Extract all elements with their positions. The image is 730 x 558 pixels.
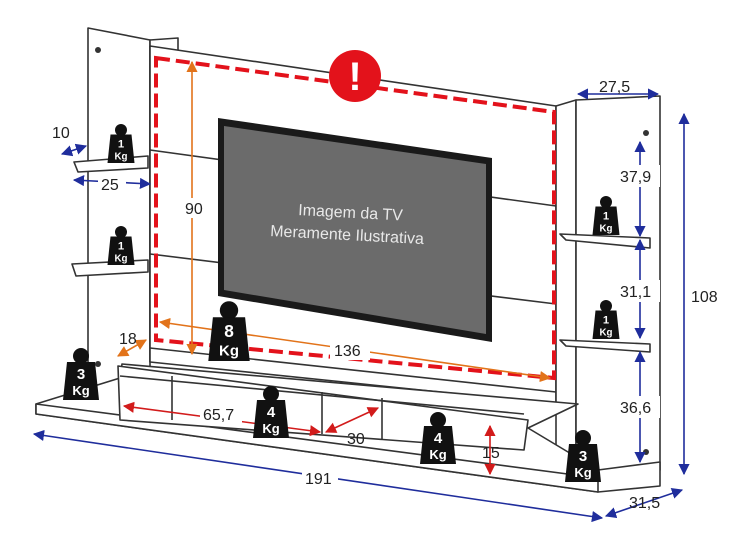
warning-icon: ! <box>329 50 381 102</box>
weight-value: 3 <box>77 366 85 383</box>
weight-unit: Kg <box>219 342 239 359</box>
weight-icon-left-shelf-top: 1Kg <box>107 124 135 163</box>
weight-icon-panel: 8Kg <box>208 301 250 361</box>
dim-base-depth: 31,5 <box>629 495 660 512</box>
weight-value: 8 <box>224 321 234 341</box>
dim-right-gap-top: 37,9 <box>620 169 651 186</box>
dim-panel-height: 90 <box>185 201 203 218</box>
tv: Imagem da TV Meramente Ilustrativa <box>218 118 492 342</box>
weight-value: 4 <box>267 404 276 421</box>
dim-total-height: 108 <box>691 289 718 306</box>
weight-unit: Kg <box>429 447 446 462</box>
right-tower <box>555 99 577 471</box>
weight-icon-niche-left: 4Kg <box>253 386 289 438</box>
weight-icon-niche-right: 4Kg <box>420 412 456 464</box>
svg-text:!: ! <box>348 55 361 99</box>
right-shelf-top <box>559 233 651 249</box>
weight-icon-right-base: 3Kg <box>565 430 601 482</box>
dim-panel-width: 136 <box>334 343 361 360</box>
weight-unit: Kg <box>574 465 591 480</box>
dim-niche-height: 15 <box>482 445 500 462</box>
mount-hole <box>643 449 649 455</box>
mount-hole <box>95 47 101 53</box>
weight-icon-left-base: 3Kg <box>63 348 99 400</box>
dim-side-depth: 18 <box>119 331 137 348</box>
dim-right-gap-bottom: 36,6 <box>620 400 651 417</box>
weight-icon-right-shelf-bottom: 1Kg <box>592 300 620 339</box>
mount-hole <box>643 130 649 136</box>
weight-value: 4 <box>434 430 443 447</box>
weight-unit: Kg <box>262 421 279 436</box>
dim-shelf-width: 25 <box>101 177 119 194</box>
weight-value: 1 <box>603 210 609 222</box>
weight-unit: Kg <box>115 253 128 264</box>
weight-unit: Kg <box>72 383 89 398</box>
weight-unit: Kg <box>115 151 128 162</box>
dim-shelf-depth: 10 <box>52 125 70 142</box>
weight-value: 1 <box>603 314 609 326</box>
weight-value: 1 <box>118 240 124 252</box>
mount-hole <box>95 361 101 367</box>
weight-value: 1 <box>118 138 124 150</box>
dim-niche-width: 65,7 <box>203 407 234 424</box>
weight-unit: Kg <box>600 223 613 234</box>
dimension-labels: 10 25 90 136 18 65,7 30 15 191 31,5 27,5… <box>48 79 718 512</box>
dim-niche-depth: 30 <box>347 431 365 448</box>
weight-unit: Kg <box>600 327 613 338</box>
weight-icon-left-shelf-bottom: 1Kg <box>107 226 135 265</box>
tv-caption-line1: Imagem da TV <box>298 202 404 224</box>
panel-border <box>154 55 556 381</box>
dim-tower-depth: 27,5 <box>599 79 630 96</box>
weight-icon-right-shelf-top: 1Kg <box>592 196 620 235</box>
weight-value: 3 <box>579 448 587 465</box>
dim-total-width: 191 <box>305 471 332 488</box>
right-shelf-bottom <box>559 339 651 353</box>
dim-right-gap-mid: 31,1 <box>620 284 651 301</box>
